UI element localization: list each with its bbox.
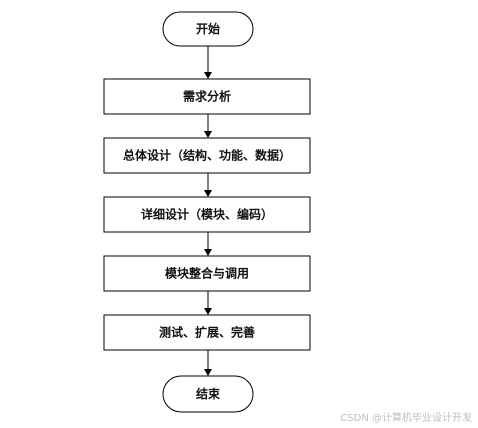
connector-start-requirements bbox=[204, 46, 212, 79]
node-label-end: 结束 bbox=[196, 386, 221, 401]
node-end: 结束 bbox=[162, 375, 254, 413]
process-shape bbox=[103, 137, 311, 174]
node-requirements: 需求分析 bbox=[103, 78, 311, 115]
node-testing: 测试、扩展、完善 bbox=[103, 314, 311, 351]
node-label-start: 开始 bbox=[196, 21, 220, 36]
node-label-requirements: 需求分析 bbox=[183, 89, 231, 104]
node-label-overall-design: 总体设计（结构、功能、数据） bbox=[123, 148, 291, 163]
node-label-integration: 模块整合与调用 bbox=[165, 266, 249, 281]
node-detailed-design: 详细设计（模块、编码） bbox=[103, 196, 311, 233]
connector-overall-design-detailed-design bbox=[204, 173, 212, 197]
node-overall-design: 总体设计（结构、功能、数据） bbox=[103, 137, 311, 174]
arrowhead-icon bbox=[204, 369, 212, 376]
node-label-detailed-design: 详细设计（模块、编码） bbox=[141, 207, 273, 222]
connector-testing-end bbox=[204, 350, 212, 376]
arrowhead-icon bbox=[204, 308, 212, 315]
process-shape bbox=[103, 78, 311, 115]
terminal-shape bbox=[162, 11, 254, 47]
arrowhead-icon bbox=[204, 131, 212, 138]
process-shape bbox=[103, 314, 311, 351]
watermark-text: CSDN @计算机毕业设计开发 bbox=[340, 413, 472, 424]
process-shape bbox=[103, 196, 311, 233]
arrowhead-icon bbox=[204, 72, 212, 79]
terminal-shape bbox=[162, 375, 254, 413]
arrowhead-icon bbox=[204, 190, 212, 197]
connector-detailed-design-integration bbox=[204, 232, 212, 256]
connector-integration-testing bbox=[204, 291, 212, 315]
process-shape bbox=[103, 255, 311, 292]
node-start: 开始 bbox=[162, 11, 254, 47]
node-integration: 模块整合与调用 bbox=[103, 255, 311, 292]
node-label-testing: 测试、扩展、完善 bbox=[159, 325, 255, 340]
arrowhead-icon bbox=[204, 249, 212, 256]
connector-requirements-overall-design bbox=[204, 114, 212, 138]
